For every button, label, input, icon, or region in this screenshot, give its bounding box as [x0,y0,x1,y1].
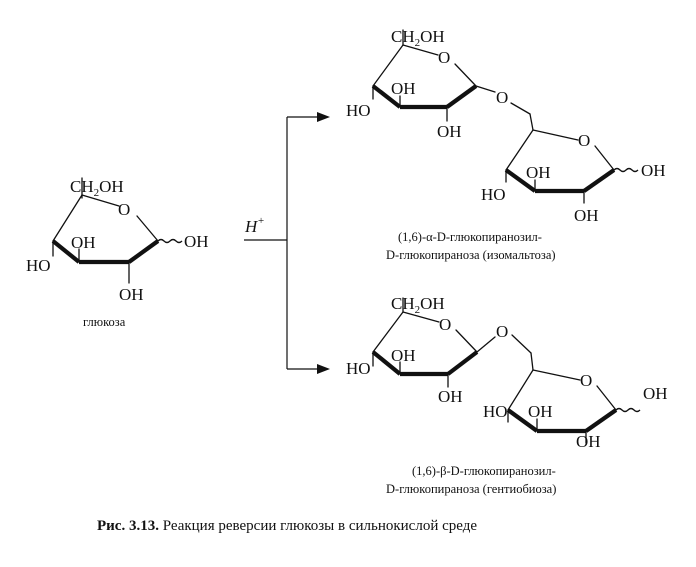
bond [371,84,402,109]
glycosidic-oxygen: O [496,322,508,341]
oh-label: OH [574,206,599,225]
bond [455,329,478,353]
isomaltose-name-line2: D-глюкопираноза (изомальтоза) [386,248,556,262]
bond [532,369,581,381]
ho-label: HO [483,402,508,421]
ho-label: HO [26,256,51,275]
ring-oxygen: O [438,48,450,67]
bond [372,311,404,353]
bond [510,102,531,115]
glycosidic-oxygen: O [496,88,508,107]
oh-label: OH [391,79,416,98]
oh-label: OH [576,432,601,451]
ch2oh-label: CH2OH [70,177,124,199]
bond [81,194,120,207]
oh-label: OH [528,402,553,421]
bond [51,239,81,264]
bond [532,129,579,141]
bond [127,239,160,264]
wavy-bond [615,407,641,413]
gentiobiose-structure: CH2OH O OH HO OH O O OH OH HO OH (1,6)-β… [346,294,668,496]
bond [446,350,479,376]
bond [52,194,83,242]
isomaltose-structure: CH2OH O OH HO OH O O OH OH HO OH (1,6)-α… [346,27,666,262]
glucose-name: глюкоза [83,315,126,329]
wavy-bond [157,238,183,244]
oh-label: OH [643,384,668,403]
bond [475,85,496,93]
oh-label: OH [184,232,209,251]
bond [530,352,534,371]
bond [529,113,534,131]
bond [582,168,616,193]
bond [402,311,440,323]
bond [136,215,159,242]
oh-label: OH [438,387,463,406]
bond [584,408,618,433]
ch2oh-label: CH2OH [391,294,445,316]
glucose-structure: CH2OH O OH OH HO OH глюкоза [26,177,209,329]
bond [371,350,402,376]
arrow-head-upper [317,112,330,122]
bond [372,44,404,87]
arrow-head-lower [317,364,330,374]
figure-caption: Рис. 3.13. Реакция реверсии глюкозы в си… [97,518,477,534]
ring-oxygen: O [439,315,451,334]
oh-label: OH [526,163,551,182]
bond [594,145,615,171]
oh-label: OH [437,122,462,141]
ring-oxygen: O [578,131,590,150]
bond [476,336,496,353]
gentiobiose-name-line1: (1,6)-β-D-глюкопиранозил- [412,464,556,478]
ho-label: HO [481,185,506,204]
ho-label: HO [346,101,371,120]
bond [402,44,439,56]
oh-label: OH [71,233,96,252]
isomaltose-name-line1: (1,6)-α-D-глюкопиранозил- [398,230,542,244]
gentiobiose-name-line2: D-глюкопираноза (гентиобиоза) [386,482,556,496]
bond [506,408,539,433]
oh-label: OH [119,285,144,304]
wavy-bond [613,167,639,173]
bond [504,168,537,193]
oh-label: OH [641,161,666,180]
bond [596,385,617,411]
bond [454,63,477,87]
reaction-arrows: H+ [244,112,330,374]
bond [507,369,534,411]
oh-label: OH [391,346,416,365]
bond [505,129,534,171]
bond [511,334,532,354]
ring-oxygen: O [118,200,130,219]
ch2oh-label: CH2OH [391,27,445,49]
bond [445,84,478,109]
ring-oxygen: O [580,371,592,390]
catalyst-label: H+ [244,215,265,236]
ho-label: HO [346,359,371,378]
